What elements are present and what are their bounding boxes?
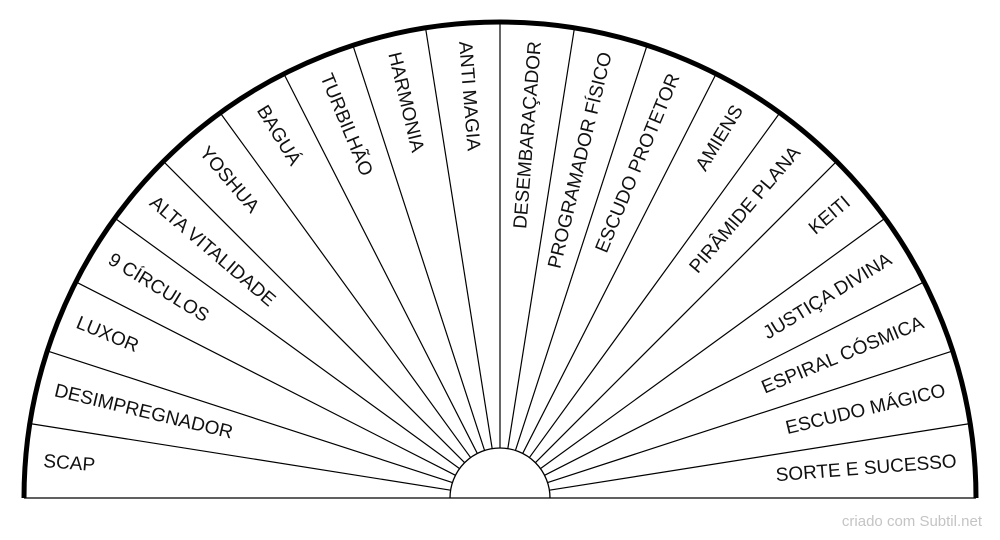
segment-divider	[116, 218, 460, 470]
segment-divider	[507, 29, 575, 449]
segment-divider	[164, 162, 466, 464]
segment-divider	[49, 350, 453, 484]
segment-divider	[547, 350, 951, 484]
segment-divider	[540, 218, 884, 470]
segment-divider	[514, 47, 648, 451]
segment-dividers	[31, 24, 969, 491]
segment-label: KEITI	[805, 192, 855, 239]
credit-text: criado com Subtil.net	[841, 513, 982, 530]
segment-divider	[534, 162, 836, 464]
segment-divider	[220, 114, 472, 458]
segment-label: DESEMBARAÇADOR	[510, 41, 546, 230]
outer-arc	[21, 19, 979, 499]
segment-label: ESCUDO MÁGICO	[784, 380, 948, 439]
segment-label: 9 CÍRCULOS	[104, 249, 212, 326]
segment-label: LUXOR	[73, 313, 142, 357]
segment-divider	[352, 47, 486, 451]
segment-label: YOSHUA	[195, 143, 263, 218]
segment-label: BAGUÁ	[252, 102, 305, 170]
segment-divider	[544, 282, 923, 476]
segment-divider	[31, 423, 451, 491]
segment-label: SORTE E SUCESSO	[775, 451, 957, 486]
segment-divider	[77, 282, 456, 476]
segment-label: TURBILHÃO	[315, 70, 377, 179]
segment-label: DESIMPREGNADOR	[52, 380, 234, 443]
segment-divider	[528, 114, 780, 458]
center-arc	[449, 447, 551, 499]
segment-label: SCAP	[43, 451, 96, 476]
segment-divider	[549, 423, 969, 491]
segment-label: ANTI MAGIA	[454, 41, 484, 152]
segment-label: AMIENS	[692, 102, 748, 175]
segment-divider	[284, 75, 478, 454]
segment-divider	[522, 75, 716, 454]
segment-label: HARMONIA	[383, 50, 427, 155]
segment-divider	[425, 29, 493, 449]
